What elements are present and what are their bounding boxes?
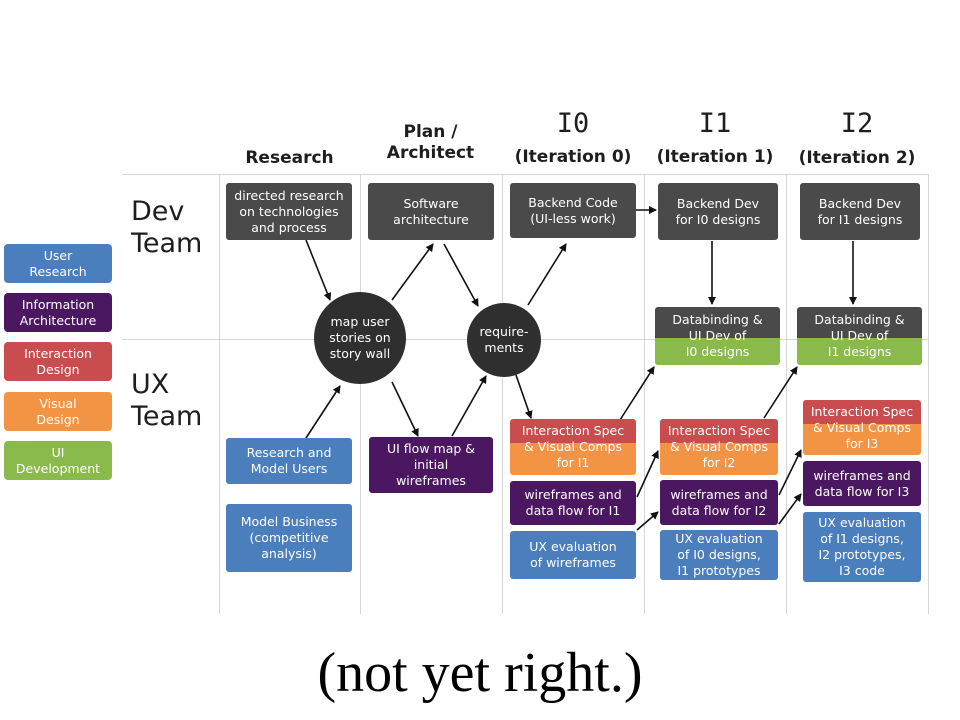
databinding-i1-box: Databinding & UI Dev of I1 designs bbox=[797, 307, 922, 365]
spec-i3-label: Interaction Spec & Visual Comps for I3 bbox=[810, 403, 914, 451]
spec-i1-label: Interaction Spec & Visual Comps for I1 bbox=[521, 423, 625, 470]
databinding-i1-label: Databinding & UI Dev of I1 designs bbox=[814, 312, 905, 359]
wireframes-i3-box: wireframes and data flow for I3 bbox=[803, 461, 921, 506]
arrow bbox=[619, 366, 655, 421]
legend-information-architecture: Information Architecture bbox=[4, 293, 112, 332]
research-model-users-box: Research and Model Users bbox=[226, 438, 352, 484]
spec-i1-box: Interaction Spec & Visual Comps for I1 bbox=[510, 419, 636, 475]
legend-visual-design: Visual Design bbox=[4, 392, 112, 431]
arrow bbox=[451, 375, 487, 437]
arrow bbox=[778, 449, 802, 496]
arrow bbox=[527, 243, 567, 306]
spec-i3-box: Interaction Spec & Visual Comps for I3 bbox=[803, 400, 921, 455]
databinding-i0-box: Databinding & UI Dev of I0 designs bbox=[655, 307, 780, 365]
column-header-i2-label: (Iteration 2) bbox=[798, 148, 916, 168]
ux-eval-wireframes-box: UX evaluation of wireframes bbox=[510, 531, 636, 579]
column-header-i1-id: I1 bbox=[698, 108, 732, 139]
arrow bbox=[391, 381, 419, 437]
arrow bbox=[305, 239, 332, 301]
slide-caption: (not yet right.) bbox=[317, 642, 643, 704]
grid-column-divider bbox=[502, 174, 503, 614]
column-header-research: Research bbox=[245, 148, 334, 168]
backend-dev-i0-box: Backend Dev for I0 designs bbox=[658, 183, 778, 240]
directed-research-box: directed research on technologies and pr… bbox=[226, 183, 352, 240]
wireframes-i2-box: wireframes and data flow for I2 bbox=[660, 480, 778, 525]
arrow bbox=[391, 243, 434, 301]
backend-code-box: Backend Code (UI-less work) bbox=[510, 183, 636, 238]
grid-column-divider bbox=[786, 174, 787, 614]
column-header-i0-label: (Iteration 0) bbox=[514, 147, 632, 167]
backend-dev-i1-box: Backend Dev for I1 designs bbox=[800, 183, 920, 240]
column-header-plan: Plan / Architect bbox=[386, 122, 475, 163]
arrow bbox=[763, 366, 798, 419]
row-label-ux-team: UX Team bbox=[131, 369, 203, 432]
row-label-dev-team: Dev Team bbox=[131, 196, 203, 259]
legend-interaction-design: Interaction Design bbox=[4, 342, 112, 381]
column-header-i0-id: I0 bbox=[556, 108, 590, 139]
model-business-box: Model Business (competitive analysis) bbox=[226, 504, 352, 572]
arrow bbox=[636, 511, 659, 531]
wireframes-i1-box: wireframes and data flow for I1 bbox=[510, 481, 636, 525]
grid-column-divider bbox=[360, 174, 361, 614]
software-architecture-box: Software architecture bbox=[368, 183, 494, 240]
arrow bbox=[305, 385, 341, 439]
spec-i2-box: Interaction Spec & Visual Comps for I2 bbox=[660, 419, 778, 475]
arrow bbox=[515, 374, 533, 419]
grid-top-line bbox=[122, 174, 928, 175]
arrow bbox=[636, 450, 659, 498]
legend-user-research: User Research bbox=[4, 244, 112, 283]
map-user-stories-hub: map user stories on story wall bbox=[314, 292, 406, 384]
ux-eval-i1-box: UX evaluation of I1 designs, I2 prototyp… bbox=[803, 512, 921, 582]
ux-eval-i0-box: UX evaluation of I0 designs, I1 prototyp… bbox=[660, 530, 778, 580]
legend-ui-development: UI Development bbox=[4, 441, 112, 480]
grid-column-divider bbox=[928, 174, 929, 614]
arrow bbox=[778, 493, 802, 525]
column-header-i1-label: (Iteration 1) bbox=[656, 147, 774, 167]
grid-column-divider bbox=[644, 174, 645, 614]
spec-i2-label: Interaction Spec & Visual Comps for I2 bbox=[667, 423, 771, 470]
ui-flow-map-box: UI flow map & initial wireframes bbox=[369, 437, 493, 493]
column-header-i2-id: I2 bbox=[840, 108, 874, 139]
arrow bbox=[443, 243, 479, 307]
grid-column-divider bbox=[219, 174, 220, 614]
databinding-i0-label: Databinding & UI Dev of I0 designs bbox=[672, 312, 763, 359]
requirements-hub: require- ments bbox=[467, 303, 541, 377]
